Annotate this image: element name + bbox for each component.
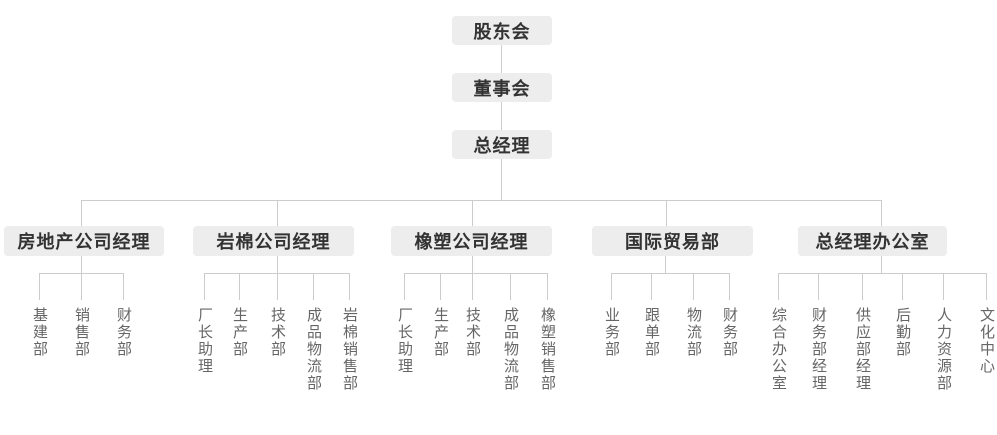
- org-leaf: 业务部: [603, 307, 620, 358]
- connector-line: [943, 273, 944, 300]
- org-leaf: 岩棉销售部: [341, 307, 358, 392]
- connector-line: [729, 273, 730, 300]
- connector-line: [510, 273, 511, 300]
- org-leaf: 后勤部: [894, 307, 911, 358]
- connector-line: [39, 273, 40, 300]
- connector-line: [440, 273, 441, 300]
- org-leaf: 成品物流部: [305, 307, 322, 392]
- connector-line: [665, 256, 666, 273]
- org-leaf: 厂长助理: [196, 307, 213, 375]
- org-leaf: 技术部: [464, 307, 481, 358]
- connector-line: [501, 159, 502, 200]
- org-leaf: 综合办公室: [770, 307, 787, 392]
- connector-line: [81, 273, 82, 300]
- branch-real-estate-manager: 房地产公司经理: [4, 226, 164, 256]
- connector-line: [881, 256, 882, 273]
- org-leaf: 财务部: [721, 307, 738, 358]
- connector-line: [666, 200, 667, 226]
- connector-line: [881, 200, 882, 226]
- org-leaf: 文化中心: [978, 307, 995, 375]
- org-leaf: 跟单部: [643, 307, 660, 358]
- connector-line: [611, 273, 612, 300]
- org-leaf: 销售部: [73, 307, 90, 358]
- connector-line: [472, 273, 473, 300]
- org-leaf: 厂长助理: [396, 307, 413, 375]
- branch-gm-office: 总经理办公室: [798, 226, 947, 256]
- org-leaf: 技术部: [269, 307, 286, 358]
- connector-line: [277, 200, 278, 226]
- org-leaf: 物流部: [685, 307, 702, 358]
- connector-line: [349, 273, 350, 300]
- connector-line: [81, 256, 82, 273]
- org-leaf: 财务部: [115, 307, 132, 358]
- org-leaf: 橡塑销售部: [539, 307, 556, 392]
- connector-line: [818, 273, 819, 300]
- connector-line: [404, 273, 405, 300]
- connector-line: [123, 273, 124, 300]
- branch-rockwool-manager: 岩棉公司经理: [193, 226, 354, 256]
- connector-line: [277, 273, 278, 300]
- connector-line: [611, 273, 730, 274]
- connector-line: [204, 273, 205, 300]
- connector-line: [778, 273, 779, 300]
- node-board-of-directors: 董事会: [452, 73, 552, 102]
- connector-line: [313, 273, 314, 300]
- connector-line: [472, 200, 473, 226]
- org-leaf: 成品物流部: [502, 307, 519, 392]
- connector-line: [902, 273, 903, 300]
- connector-line: [651, 273, 652, 300]
- connector-line: [501, 102, 502, 130]
- connector-line: [404, 273, 548, 274]
- connector-line: [547, 273, 548, 300]
- org-leaf: 财务部经理: [810, 307, 827, 392]
- connector-line: [778, 273, 987, 274]
- branch-rubber-plastic-manager: 橡塑公司经理: [391, 226, 552, 256]
- org-leaf: 基建部: [31, 307, 48, 358]
- branch-intl-trade-dept: 国际贸易部: [592, 226, 753, 256]
- node-shareholders-meeting: 股东会: [452, 16, 552, 45]
- connector-line: [472, 256, 473, 273]
- connector-line: [239, 273, 240, 300]
- connector-line: [862, 273, 863, 300]
- connector-line: [986, 273, 987, 300]
- connector-line: [501, 45, 502, 73]
- node-general-manager: 总经理: [452, 130, 552, 159]
- org-leaf: 生产部: [432, 307, 449, 358]
- org-leaf: 生产部: [231, 307, 248, 358]
- org-leaf: 人力资源部: [935, 307, 952, 392]
- connector-line: [81, 200, 881, 201]
- connector-line: [277, 256, 278, 273]
- connector-line: [81, 200, 82, 226]
- connector-line: [693, 273, 694, 300]
- org-leaf: 供应部经理: [854, 307, 871, 392]
